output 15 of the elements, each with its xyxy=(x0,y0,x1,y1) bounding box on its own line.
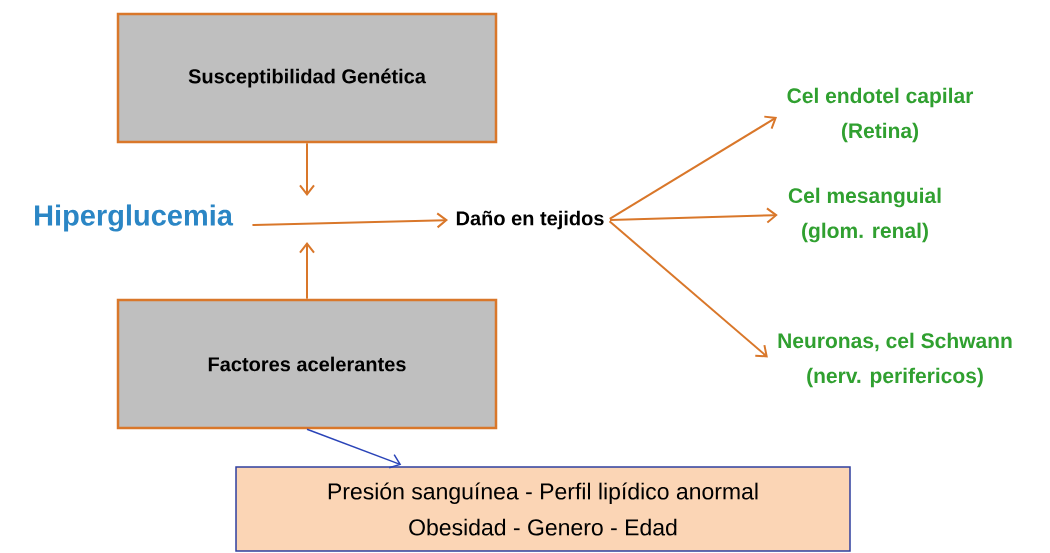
node-label: Hiperglucemia xyxy=(35,204,234,232)
arrow xyxy=(306,428,402,469)
target-label: Cel mesanguial (glom. renal) xyxy=(788,187,941,243)
target-label: Neuronas, cel Schwann (nerv. perifericos) xyxy=(778,332,1012,388)
process-box: Factores acelerantes xyxy=(116,298,498,430)
arrow xyxy=(608,220,768,358)
target-label: Cel endotel capilar (Retina) xyxy=(787,87,974,143)
factor-box: Presión sanguínea - Perfil lipídico anormal Obesidad - Genero - Edad xyxy=(235,466,851,552)
arrow xyxy=(299,142,315,196)
arrow xyxy=(608,115,778,220)
arrow xyxy=(251,212,448,229)
process-box: Susceptibilidad Genética xyxy=(116,12,498,144)
arrow xyxy=(299,242,315,300)
node-label: Daño en tejidos xyxy=(456,210,604,230)
arrow xyxy=(609,207,778,224)
